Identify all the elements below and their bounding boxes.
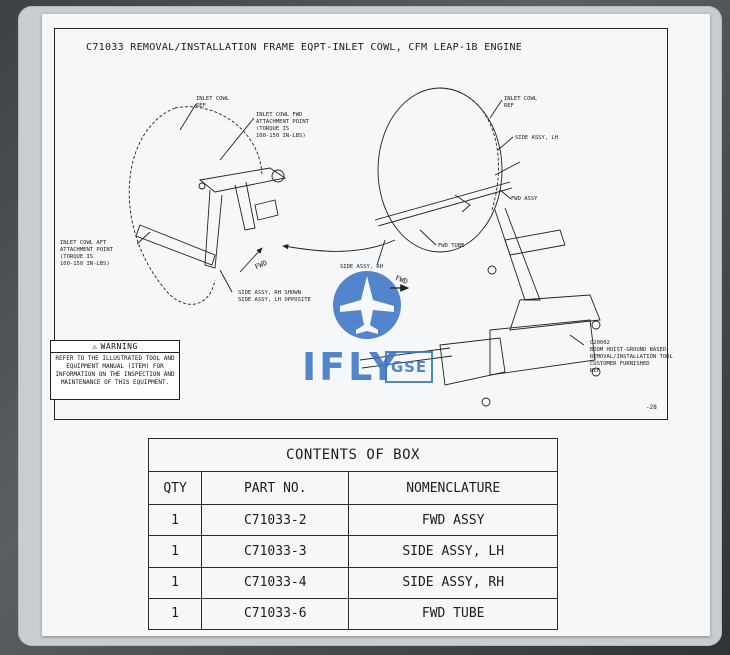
callout-inlet-cowl-ref-right: INLET COWL REF <box>504 96 538 109</box>
callout-inlet-cowl-aft-attach: INLET COWL AFT ATTACHMENT POINT (TORQUE … <box>60 240 113 267</box>
callout-side-assy-rh-shown: SIDE ASSY, RH SHOWN SIDE ASSY, LH OPPOSI… <box>238 290 311 303</box>
ifly-logo-icon <box>333 271 401 339</box>
cell-qty: 1 <box>147 597 203 631</box>
table-row: 1 C71033-4 SIDE ASSY, RH <box>147 566 558 599</box>
cell-part-no: C71033-2 <box>201 503 350 537</box>
callout-fwd-tube: FWD TUBE <box>438 243 465 249</box>
column-header-nomenclature: NOMENCLATURE <box>348 471 558 505</box>
warning-box: ⚠WARNING REFER TO THE ILLUSTRATED TOOL A… <box>50 340 180 400</box>
callout-boom-hoist: C20002 BOOM HOIST-GROUND BASED REMOVAL/I… <box>590 340 673 374</box>
column-header-qty: QTY <box>147 471 203 505</box>
cell-part-no: C71033-6 <box>201 597 350 631</box>
column-header-part-no: PART NO. <box>201 471 350 505</box>
cell-part-no: C71033-3 <box>201 535 350 568</box>
callout-fwd-assy: FWD ASSY <box>511 196 538 202</box>
cell-qty: 1 <box>147 535 203 568</box>
watermark-brand: IFLY <box>302 345 400 389</box>
fwd-tube <box>374 181 511 221</box>
drawing-frame <box>54 28 668 420</box>
cell-qty: 1 <box>147 566 203 599</box>
table-row: 1 C71033-3 SIDE ASSY, LH <box>147 535 558 568</box>
table-caption: CONTENTS OF BOX <box>148 438 558 472</box>
warning-triangle-icon: ⚠ <box>92 342 98 351</box>
cell-part-no: C71033-4 <box>201 566 350 599</box>
table-row: 1 C71033-2 FWD ASSY <box>147 503 558 537</box>
cell-nomenclature: FWD ASSY <box>348 503 558 537</box>
contents-table: CONTENTS OF BOX QTY PART NO. NOMENCLATUR… <box>147 438 558 631</box>
cell-nomenclature: SIDE ASSY, LH <box>348 535 558 568</box>
side-assy-left <box>135 224 216 266</box>
warning-heading: ⚠WARNING <box>51 341 179 353</box>
contents-of-box: CONTENTS OF BOX QTY PART NO. NOMENCLATUR… <box>147 438 558 631</box>
inlet-cowl-outline-left <box>128 107 216 305</box>
cell-nomenclature: SIDE ASSY, RH <box>348 566 558 599</box>
callout-inlet-cowl-ref-left: INLET COWL REF <box>196 96 230 109</box>
callout-side-assy-lh: SIDE ASSY, LH <box>515 135 559 141</box>
cell-nomenclature: FWD TUBE <box>348 597 558 631</box>
fwd-assy-left <box>198 167 287 193</box>
page-reference: -28 <box>646 404 657 411</box>
table-row: 1 C71033-6 FWD TUBE <box>147 597 558 631</box>
callout-inlet-cowl-fwd-attach: INLET COWL FWD ATTACHMENT POINT (TORQUE … <box>256 112 309 139</box>
drawing-title: C71033 REMOVAL/INSTALLATION FRAME EQPT-I… <box>86 42 523 53</box>
callout-side-assy-rh: SIDE ASSY, RH <box>340 264 384 270</box>
warning-text: REFER TO THE ILLUSTRATED TOOL AND EQUIPM… <box>55 355 175 386</box>
cell-qty: 1 <box>147 503 203 537</box>
watermark-sub: GSE <box>385 351 433 383</box>
